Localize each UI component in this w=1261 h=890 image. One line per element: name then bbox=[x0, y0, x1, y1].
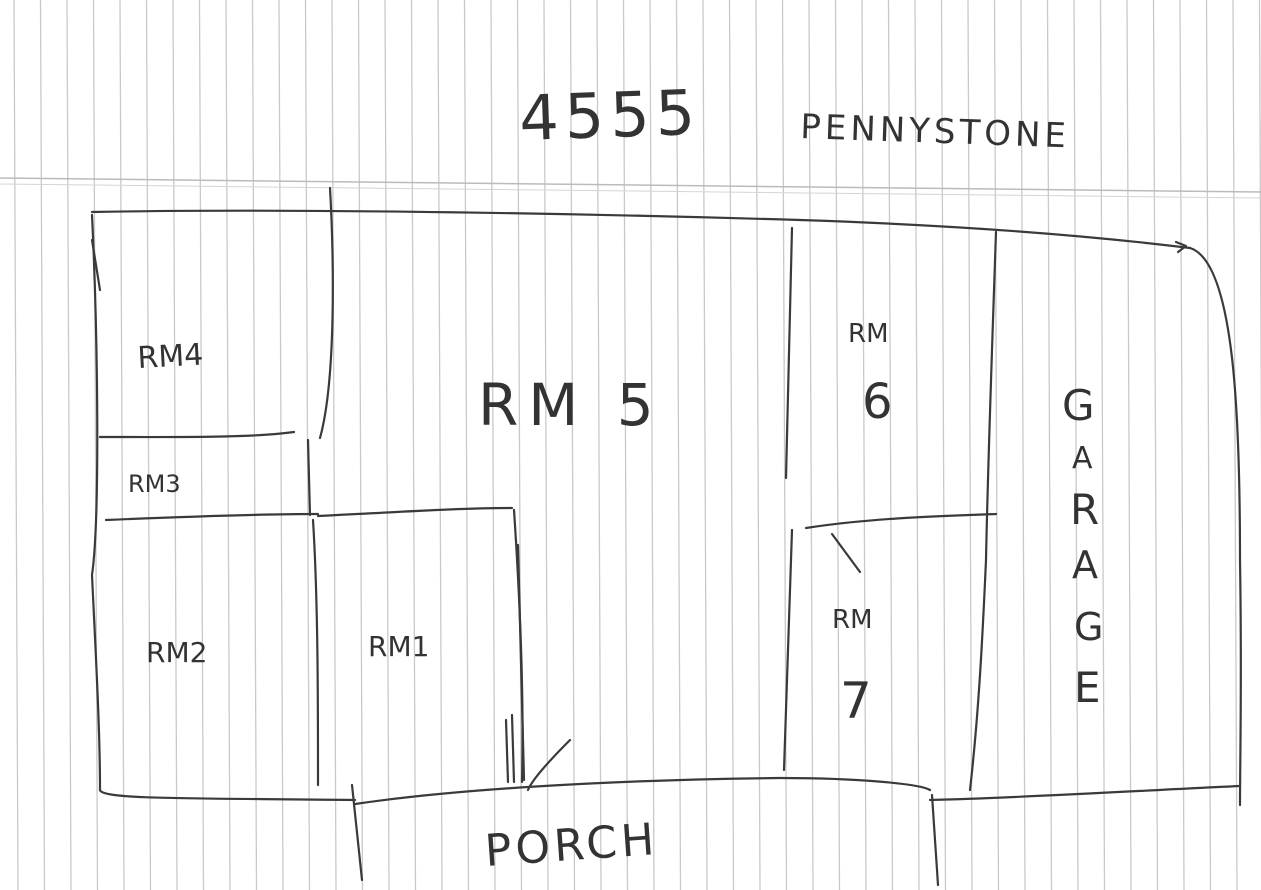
ruling-line bbox=[993, 0, 1000, 890]
wall-rm1-right-double bbox=[516, 543, 526, 782]
wall-lines bbox=[90, 186, 1242, 887]
ruling-line bbox=[463, 0, 470, 890]
ruling-line bbox=[410, 0, 417, 890]
ruling-line bbox=[92, 0, 99, 890]
ruling-line bbox=[251, 0, 258, 890]
ruling-line bbox=[172, 0, 178, 890]
ruling-line bbox=[66, 0, 72, 890]
garage-letter: R bbox=[1070, 485, 1099, 534]
wall-hatch-b bbox=[510, 713, 516, 784]
wall-rm7-left bbox=[782, 528, 794, 772]
wall-rm6-garage bbox=[968, 230, 998, 792]
ruling-line bbox=[516, 0, 523, 890]
garage-letter: E bbox=[1074, 663, 1101, 712]
ruling-line bbox=[1232, 0, 1238, 890]
ruling-line bbox=[569, 0, 576, 890]
wall-rm5-rm6 bbox=[784, 226, 794, 480]
wall-rm3-right bbox=[306, 438, 312, 517]
ruling-line bbox=[384, 0, 390, 890]
porch-front-line bbox=[353, 776, 932, 806]
ruling-line bbox=[145, 0, 152, 890]
title-block: 4555 PENNYSTONE bbox=[518, 76, 1071, 157]
ruling-line bbox=[887, 0, 894, 890]
ruling-line bbox=[39, 0, 46, 890]
label-garage: G A R A G E bbox=[1062, 381, 1103, 712]
label-rm3: RM3 bbox=[128, 470, 181, 498]
horizontal-fold-line-2 bbox=[0, 183, 1261, 199]
ruling-line bbox=[437, 0, 443, 890]
ruling-line bbox=[675, 0, 682, 890]
label-rm5: RM 5 bbox=[478, 371, 664, 439]
ruling-line bbox=[755, 0, 761, 890]
ruling-line bbox=[1020, 0, 1026, 890]
wall-hatch-a bbox=[504, 718, 510, 784]
garage-letter: A bbox=[1072, 441, 1093, 476]
ruling-line bbox=[622, 0, 629, 890]
rm7-door-swing bbox=[830, 532, 862, 574]
garage-right-wall bbox=[1188, 246, 1242, 807]
wall-rm4-rm5 bbox=[318, 186, 334, 440]
ruling-line bbox=[649, 0, 655, 890]
porch-right-wall bbox=[930, 793, 940, 887]
label-rm7-number: 7 bbox=[840, 672, 872, 730]
ruling-line bbox=[119, 0, 125, 890]
ruling-line bbox=[728, 0, 735, 890]
ruling-line bbox=[1126, 0, 1132, 890]
porch-door-swing bbox=[526, 738, 572, 792]
horizontal-fold-line bbox=[0, 177, 1261, 193]
ruling-line bbox=[543, 0, 549, 890]
house-number: 4555 bbox=[518, 76, 702, 155]
wall-rm4-rm3 bbox=[98, 430, 296, 439]
garage-letter: G bbox=[1074, 605, 1103, 649]
ruling-line bbox=[834, 0, 841, 890]
label-rm2: RM2 bbox=[146, 636, 207, 669]
ruling-line bbox=[331, 0, 337, 890]
label-rm4: RM4 bbox=[137, 338, 205, 376]
wall-rm6-rm7 bbox=[804, 512, 998, 530]
ruling-line bbox=[914, 0, 920, 890]
ruling-line bbox=[808, 0, 814, 890]
ruling-line bbox=[1258, 0, 1261, 479]
street-name: PENNYSTONE bbox=[800, 107, 1071, 156]
ruling-line bbox=[357, 0, 364, 890]
wall-rm2-rm1 bbox=[311, 518, 320, 787]
outer-wall-top bbox=[90, 209, 1192, 250]
outer-wall-bottom-left bbox=[98, 788, 357, 802]
ruling-line bbox=[702, 0, 708, 890]
outer-wall-left bbox=[90, 213, 102, 792]
ruling-line bbox=[1073, 0, 1079, 890]
garage-corner-arrow bbox=[1174, 240, 1188, 254]
porch-left-wall bbox=[350, 783, 364, 882]
ruling-line bbox=[1205, 0, 1212, 890]
ruling-line bbox=[1099, 0, 1106, 890]
label-rm1: RM1 bbox=[368, 630, 429, 663]
ruling-line bbox=[225, 0, 231, 890]
wall-rm1-top bbox=[316, 506, 514, 518]
label-rm6-number: 6 bbox=[862, 374, 893, 430]
ruling-line bbox=[596, 0, 602, 890]
ruling-line bbox=[490, 0, 496, 890]
label-rm7-prefix: RM bbox=[832, 605, 873, 635]
garage-bottom-wall bbox=[928, 784, 1242, 802]
label-rm6-prefix: RM bbox=[848, 319, 889, 349]
wall-rm3-rm2 bbox=[104, 512, 320, 522]
label-porch: PORCH bbox=[483, 814, 659, 877]
ruling-line bbox=[1179, 0, 1185, 890]
ruling-line bbox=[861, 0, 867, 890]
garage-letter: G bbox=[1062, 381, 1095, 430]
ruling-line bbox=[967, 0, 973, 890]
ruling-line bbox=[278, 0, 284, 890]
garage-letter: A bbox=[1072, 543, 1098, 587]
notebook-ruling bbox=[13, 0, 1261, 890]
ruling-line bbox=[198, 0, 205, 890]
rm4-corner-tick bbox=[90, 238, 102, 292]
ruling-line bbox=[1152, 0, 1159, 890]
ruling-line bbox=[1046, 0, 1053, 890]
ruling-line bbox=[940, 0, 947, 890]
ruling-line bbox=[13, 0, 19, 890]
